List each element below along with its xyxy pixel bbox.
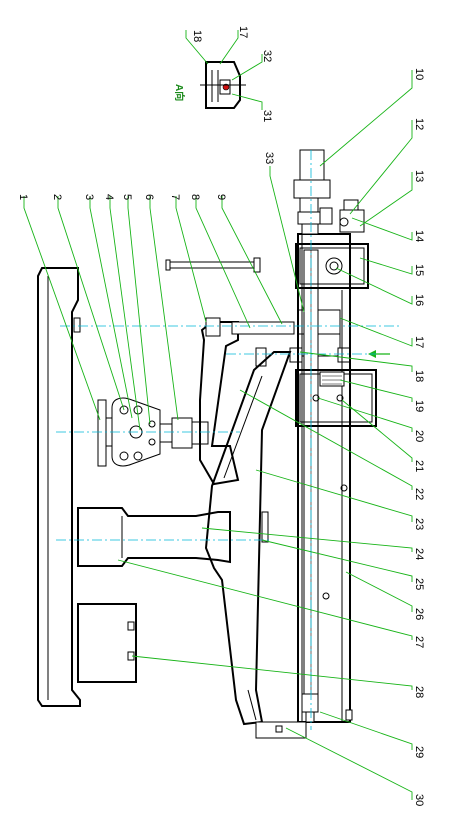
lower-slide-box [295, 369, 377, 600]
callout-6: 6 [143, 194, 155, 200]
main-assembly [37, 149, 400, 739]
callout-30: 30 [413, 794, 425, 806]
callout-7: 7 [169, 194, 181, 200]
view-label: A向 [173, 84, 186, 101]
callout-2: 2 [51, 194, 63, 200]
callout-19: 19 [413, 400, 425, 412]
callout-18: 18 [413, 370, 425, 382]
callout-21: 21 [413, 460, 425, 472]
lower-cabinet [77, 603, 137, 683]
callout-27: 27 [413, 636, 425, 648]
callout-24: 24 [413, 548, 425, 560]
detail-callout-31: 31 [261, 110, 273, 122]
detail-view-a: A向 18 17 32 31 [173, 26, 273, 122]
column-block [77, 507, 231, 567]
center-lines [56, 150, 400, 730]
callout-1: 1 [17, 194, 29, 200]
callout-4: 4 [103, 194, 115, 200]
detail-callout-18: 18 [191, 30, 203, 42]
callout-22: 22 [413, 488, 425, 500]
detail-callout-32: 32 [261, 50, 273, 62]
callout-28: 28 [413, 686, 425, 698]
callout-13: 13 [413, 170, 425, 182]
callout-23: 23 [413, 518, 425, 530]
callout-29: 29 [413, 746, 425, 758]
callout-25: 25 [413, 578, 425, 590]
motor-stack [293, 149, 365, 235]
callout-5: 5 [121, 194, 133, 200]
callout-15: 15 [413, 264, 425, 276]
callout-10: 10 [413, 68, 425, 80]
upper-slide-box [295, 243, 369, 289]
callout-16: 16 [413, 294, 425, 306]
handle-rod [165, 257, 261, 273]
callout-8: 8 [189, 194, 201, 200]
callout-9: 9 [215, 194, 227, 200]
callout-26: 26 [413, 608, 425, 620]
detail-housing [205, 61, 241, 109]
callout-33: 33 [263, 152, 275, 164]
base-bed [37, 267, 81, 707]
detail-callout-17: 17 [237, 26, 249, 38]
guide-frame [255, 233, 353, 739]
callout-20: 20 [413, 430, 425, 442]
callout-12: 12 [413, 118, 425, 130]
callout-numbers: 1 2 3 4 5 6 7 8 9 33 10 12 13 14 15 16 1… [17, 68, 425, 806]
callout-3: 3 [83, 194, 95, 200]
callout-14: 14 [413, 230, 425, 242]
leader-lines [23, 70, 413, 800]
callout-17: 17 [413, 336, 425, 348]
